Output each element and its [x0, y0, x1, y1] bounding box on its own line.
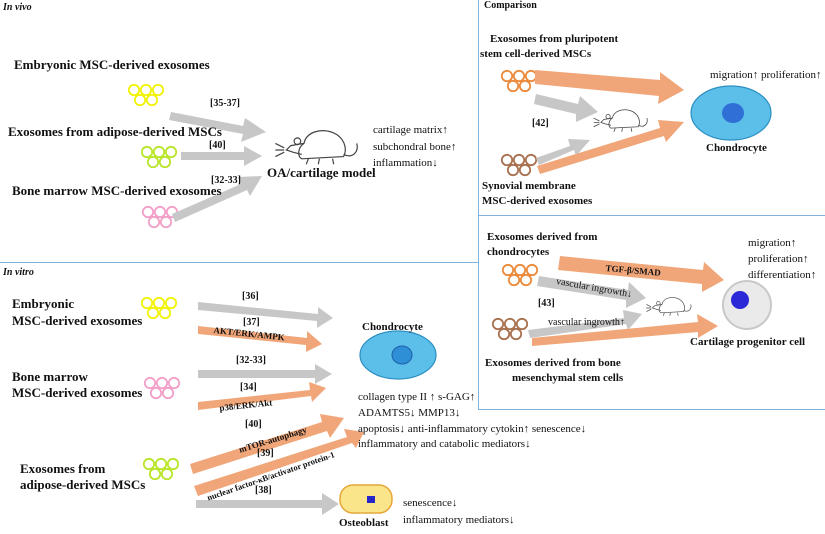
arrow-ref39-nfkb	[194, 429, 364, 496]
vitro-source-adipose-1: Exosomes from	[20, 461, 106, 476]
comp-progenitor-label: Cartilage progenitor cell	[690, 336, 806, 348]
comp-source-chondro-1: Exosomes derived from	[487, 231, 598, 243]
comp-ref-42: [42]	[532, 118, 549, 129]
vitro-ref-39: [39]	[257, 448, 274, 459]
arrow-bm-to-model	[172, 176, 262, 222]
exosome-cluster-synovial	[500, 153, 538, 177]
arrow-ref3233	[198, 364, 332, 384]
arrow-ref37-akt	[198, 326, 322, 352]
comp-source-synovial-2: MSC-derived exosomes	[482, 195, 593, 207]
exosome-cluster-pluripotent	[500, 69, 538, 93]
vitro-outcome-collagen: collagen type II ↑ s-GAG↑	[358, 391, 476, 403]
arrow-ref36	[198, 302, 333, 328]
comp-chondrocyte-label: Chondrocyte	[706, 142, 767, 154]
osteoblast-nucleus	[367, 496, 375, 503]
comp-ref-43: [43]	[538, 298, 555, 309]
vivo-outcome-cartilage: cartilage matrix↑	[373, 124, 448, 136]
comp-source-bmsc-1: Exosomes derived from bone	[485, 357, 621, 369]
vivo-ref-35-37: [35-37]	[210, 98, 240, 109]
exosome-cluster-bm-vivo	[141, 205, 179, 229]
vitro-source-bm-2: MSC-derived exosomes	[12, 385, 143, 400]
arrow-bmsc-to-mouse	[528, 310, 642, 338]
vivo-source-bm: Bone marrow MSC-derived exosomes	[12, 183, 222, 198]
vivo-outcome-inflammation: inflammation↓	[373, 157, 438, 169]
arrow-synovial-to-mouse	[536, 139, 590, 165]
vitro-source-embryonic-1: Embryonic	[12, 296, 75, 311]
vitro-ref-37: [37]	[243, 317, 260, 328]
comp-outcome-differentiation: differentiation↑	[748, 269, 817, 281]
exosome-cluster-chondrocytes	[501, 263, 539, 287]
vivo-ref-40: [40]	[209, 140, 226, 151]
arrow-embryonic-to-model	[169, 112, 266, 142]
vitro-outcome-apoptosis: apoptosis↓ anti-inflammatory cytokin↑ se…	[358, 423, 587, 435]
arrow-bmsc-to-progenitor	[532, 314, 718, 346]
section-title-in-vitro: In vitro	[3, 267, 34, 278]
comp-source-pluripotent-2: stem cell-derived MSCs	[480, 48, 592, 60]
mouse-model-icon-progenitor	[646, 297, 692, 317]
comp-outcome-migration: migration↑	[748, 237, 797, 249]
vitro-source-embryonic-2: MSC-derived exosomes	[12, 313, 143, 328]
exosome-cluster-adipose-vivo	[140, 145, 178, 169]
arrow-adipose-to-model	[181, 146, 262, 166]
vitro-ref-38: [38]	[255, 485, 272, 496]
exosome-cluster-embryonic-vivo	[127, 83, 165, 107]
section-title-comparison: Comparison	[484, 0, 537, 11]
vitro-outcome-inflammatory: inflammatory and catabolic mediators↓	[358, 438, 531, 450]
vitro-ref-32-33: [32-33]	[236, 355, 266, 366]
exosome-cluster-embryonic-vitro	[140, 296, 178, 320]
chondrocyte-nucleus-comparison	[722, 103, 744, 123]
vitro-ref-40: [40]	[245, 419, 262, 430]
vitro-ref-34: [34]	[240, 382, 257, 393]
comp-top-outcomes: migration↑ proliferation↑	[710, 69, 822, 81]
comp-source-chondro-2: chondrocytes	[487, 246, 550, 258]
arrow-ref40-mtor	[190, 414, 344, 474]
vitro-osteoblast-label: Osteoblast	[339, 517, 389, 529]
arrow-pluripotent-to-chondrocyte	[535, 70, 684, 104]
vitro-outcome-adamts: ADAMTS5↓ MMP13↓	[358, 407, 461, 419]
vivo-outcome-bone: subchondral bone↑	[373, 141, 457, 153]
arrow-ref34-p38	[198, 382, 326, 410]
vitro-source-adipose-2: adipose-derived MSCs	[20, 477, 146, 492]
progenitor-nucleus	[731, 291, 749, 309]
mouse-model-icon-comparison	[593, 109, 648, 133]
vitro-chondrocyte-label: Chondrocyte	[362, 321, 423, 333]
comp-source-synovial-1: Synovial membrane	[482, 180, 576, 192]
osteoblast-cell	[339, 484, 393, 514]
section-title-in-vivo: In vivo	[3, 2, 32, 13]
arrow-pluripotent-to-mouse	[534, 94, 598, 122]
mouse-model-icon-vivo	[274, 130, 358, 165]
comp-label-vascular-up: vascular ingrowth↑	[548, 317, 625, 328]
vivo-source-embryonic: Embryonic MSC-derived exosomes	[14, 57, 210, 72]
vitro-osteo-outcome-senescence: senescence↓	[403, 497, 458, 509]
arrow-synovial-to-chondrocyte	[537, 120, 684, 174]
chondrocyte-nucleus-vitro	[391, 345, 413, 365]
arrow-chondro-to-mouse	[537, 276, 646, 308]
vivo-target-label: OA/cartilage model	[267, 165, 376, 180]
vitro-source-bm-1: Bone marrow	[12, 369, 88, 384]
exosome-cluster-bm-vitro	[143, 376, 181, 400]
exosome-cluster-adipose-vitro	[142, 457, 180, 481]
vitro-osteo-outcome-inflammatory: inflammatory mediators↓	[403, 514, 515, 526]
vivo-ref-32-33: [32-33]	[211, 175, 241, 186]
vivo-source-adipose: Exosomes from adipose-derived MSCs	[8, 124, 222, 139]
arrow-ref38	[196, 493, 339, 515]
vitro-ref-36: [36]	[242, 291, 259, 302]
comp-source-pluripotent-1: Exosomes from pluripotent	[490, 33, 619, 45]
exosome-cluster-bmsc	[491, 317, 529, 341]
arrow-chondro-to-progenitor	[558, 256, 724, 292]
comp-outcome-proliferation: proliferation↑	[748, 253, 809, 265]
comp-source-bmsc-2: mesenchymal stem cells	[512, 372, 624, 384]
